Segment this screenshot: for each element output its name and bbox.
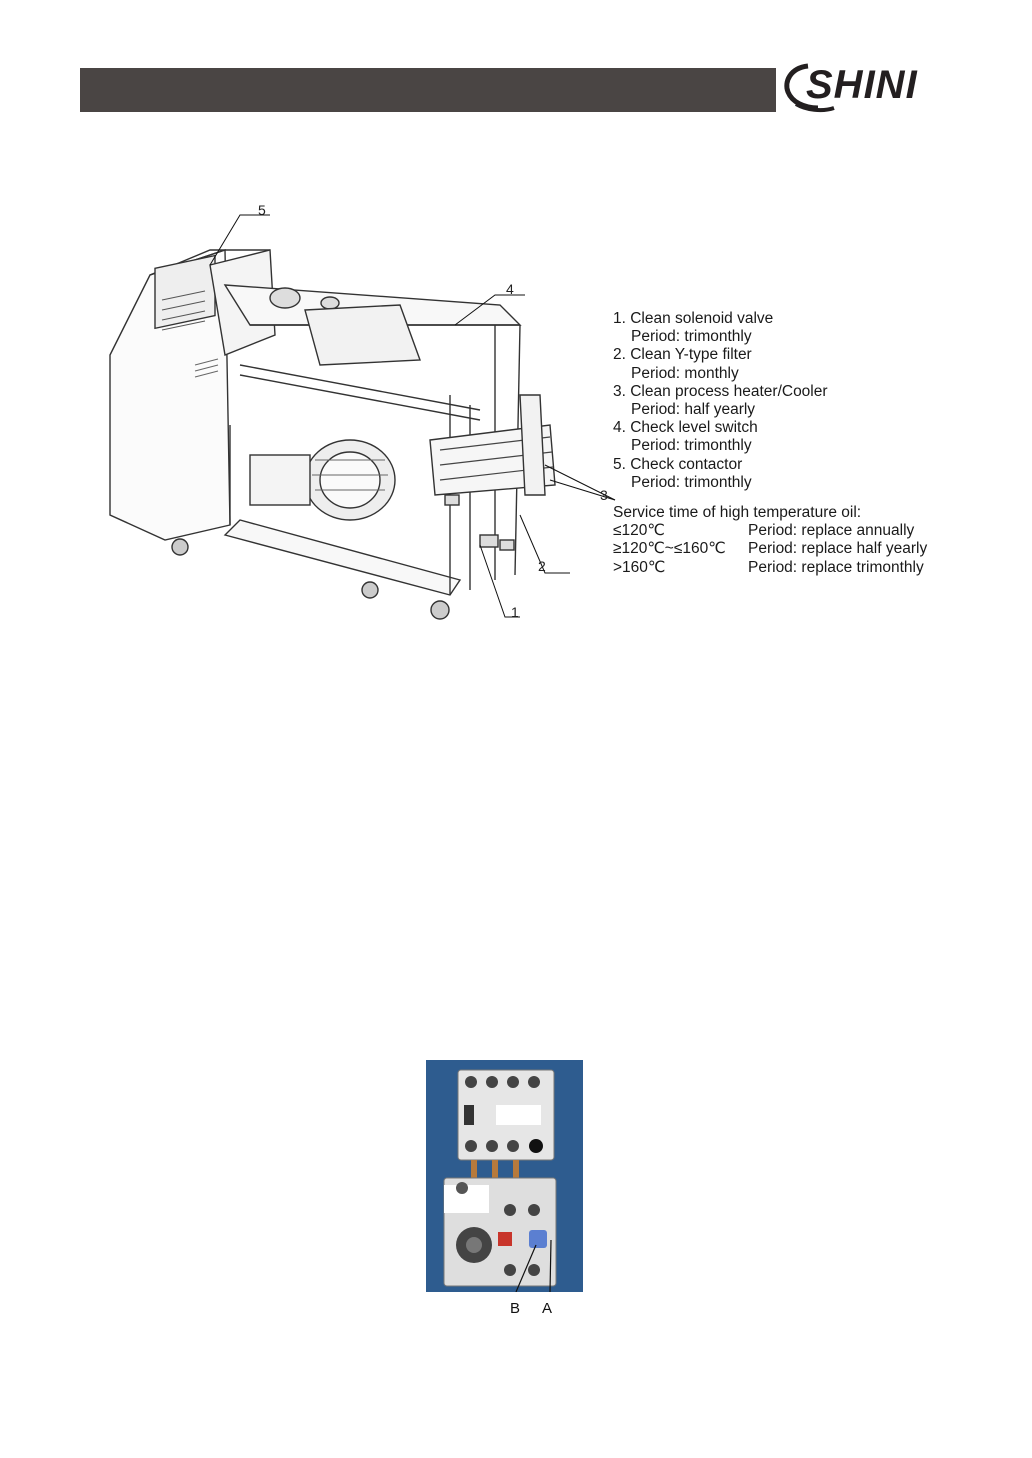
legend-item-title: 3. Clean process heater/Cooler <box>613 382 828 400</box>
legend-item: 2. Clean Y-type filter Period: monthly <box>613 346 993 382</box>
oil-service-table: Service time of high temperature oil: ≤1… <box>613 504 993 577</box>
oil-temp-condition: ≥120℃~≤160℃ <box>613 540 726 558</box>
header-bar <box>80 68 776 112</box>
oil-service-row: ≤120℃ Period: replace annually <box>613 522 993 540</box>
legend-item-title: 5. Check contactor <box>613 455 743 473</box>
callout-3: 3 <box>600 487 608 503</box>
contactor-photo <box>426 1060 583 1293</box>
legend-item-period: Period: half yearly <box>631 401 756 419</box>
legend-item-title: 1. Clean solenoid valve <box>613 310 774 327</box>
maintenance-legend: 1. Clean solenoid valve Period: trimonth… <box>613 310 993 577</box>
oil-temp-condition: >160℃ <box>613 558 666 576</box>
legend-item: 5. Check contactor Period: trimonthly <box>613 456 993 492</box>
oil-service-row: >160℃ Period: replace trimonthly <box>613 559 993 577</box>
oil-service-heading: Service time of high temperature oil: <box>613 504 862 522</box>
callout-1: 1 <box>511 604 519 620</box>
legend-item-period: Period: trimonthly <box>631 437 752 455</box>
legend-item: 3. Clean process heater/Cooler Period: h… <box>613 383 993 419</box>
oil-service-row: ≥120℃~≤160℃ Period: replace half yearly <box>613 540 993 558</box>
photo-label-b: B <box>510 1300 521 1317</box>
logo-text: SHINI <box>806 63 918 107</box>
legend-item-title: 4. Check level switch <box>613 419 758 437</box>
photo-label-a: A <box>542 1300 553 1317</box>
legend-item: 1. Clean solenoid valve Period: trimonth… <box>613 310 993 346</box>
callout-4: 4 <box>506 281 514 297</box>
callout-5: 5 <box>258 202 266 218</box>
oil-replace-period: Period: replace half yearly <box>748 540 928 558</box>
brand-logo: SHINI <box>782 56 952 118</box>
legend-item-title: 2. Clean Y-type filter <box>613 346 752 364</box>
legend-item: 4. Check level switch Period: trimonthly <box>613 419 993 455</box>
legend-item-period: Period: monthly <box>631 364 739 382</box>
oil-replace-period: Period: replace annually <box>748 522 915 540</box>
legend-item-period: Period: trimonthly <box>631 328 752 346</box>
oil-temp-condition: ≤120℃ <box>613 522 665 540</box>
machine-diagram: 5 4 3 2 1 <box>100 195 620 635</box>
legend-item-period: Period: trimonthly <box>631 473 752 491</box>
oil-replace-period: Period: replace trimonthly <box>748 558 924 576</box>
callout-2: 2 <box>538 558 546 574</box>
